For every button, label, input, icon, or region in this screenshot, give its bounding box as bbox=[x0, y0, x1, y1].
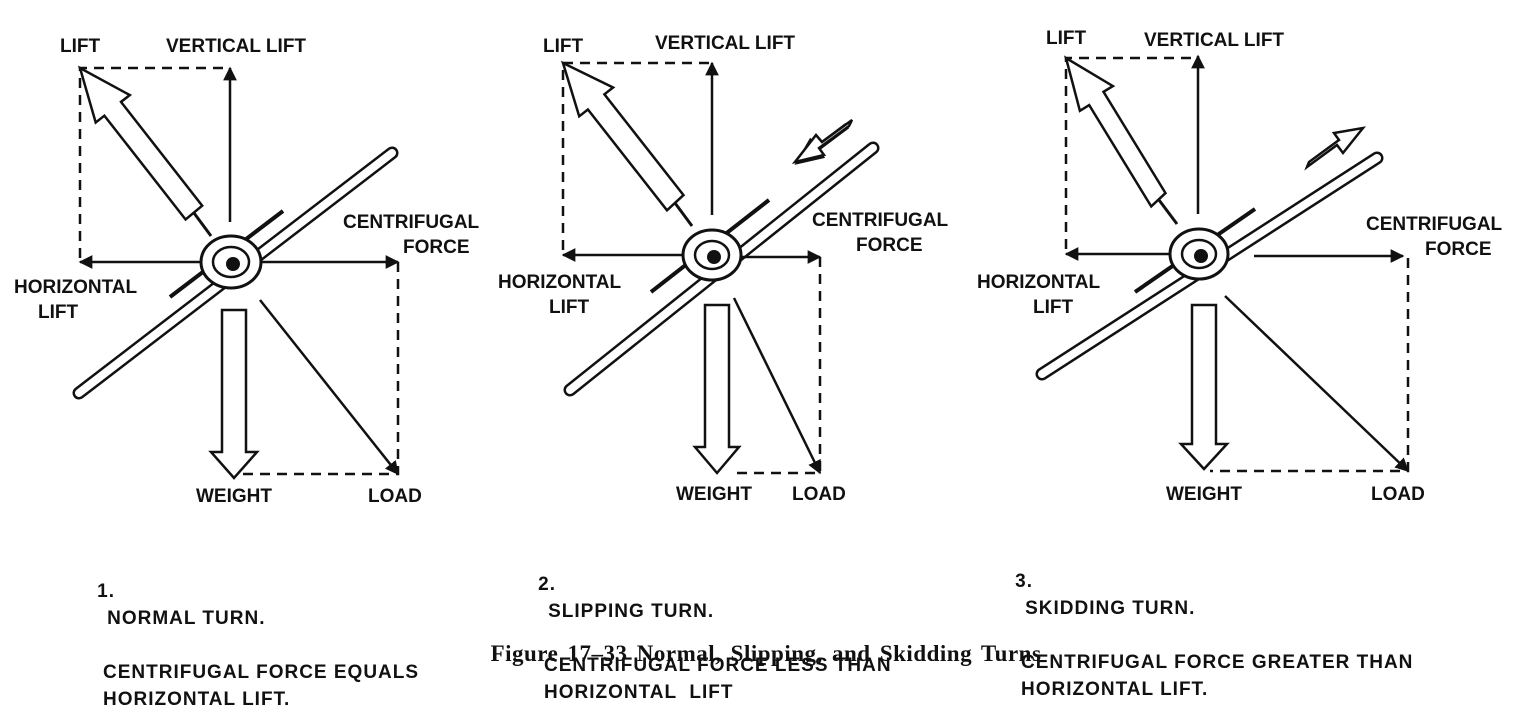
label-horizontal: HORIZONTAL bbox=[498, 272, 622, 293]
caption-line: HORIZONTAL LIFT. bbox=[103, 689, 291, 710]
load-arrow bbox=[259, 299, 399, 476]
label-force: FORCE bbox=[1425, 239, 1492, 260]
panel-normal-turn: LIFT VERTICAL LIFT CENTRIFUGAL FORCE HOR… bbox=[14, 36, 480, 507]
figure-caption: Figure 17–33 Normal, Slipping, and Skidd… bbox=[490, 641, 1042, 666]
label-force: FORCE bbox=[856, 235, 923, 256]
force-rectangle-load bbox=[732, 257, 822, 475]
label-horizontal-lift: LIFT bbox=[1033, 297, 1073, 318]
lift-arrow bbox=[560, 60, 686, 213]
label-vertical-lift: VERTICAL LIFT bbox=[166, 36, 306, 57]
airplane-fuselage bbox=[199, 234, 263, 290]
caption-normal-turn: 1. NORMAL TURN. CENTRIFUGAL FORCE EQUALS… bbox=[72, 551, 419, 713]
caption-number: 3. bbox=[1015, 571, 1033, 592]
caption-line: CENTRIFUGAL FORCE EQUALS bbox=[103, 662, 420, 683]
caption-title: SKIDDING TURN. bbox=[1025, 598, 1196, 619]
label-lift: LIFT bbox=[60, 36, 100, 57]
load-arrow bbox=[1224, 295, 1409, 472]
panel-skidding-turn: LIFT VERTICAL LIFT CENTRIFUGAL FORCE HOR… bbox=[977, 28, 1503, 505]
label-horizontal-lift: LIFT bbox=[38, 302, 78, 323]
label-weight: WEIGHT bbox=[196, 486, 272, 507]
label-lift: LIFT bbox=[543, 36, 583, 57]
label-force: FORCE bbox=[403, 237, 470, 258]
caption-line: HORIZONTAL LIFT bbox=[544, 682, 734, 703]
caption-line: CENTRIFUGAL FORCE LESS THAN bbox=[544, 655, 892, 676]
caption-title: SLIPPING TURN. bbox=[548, 601, 715, 622]
caption-line: HORIZONTAL LIFT. bbox=[1021, 679, 1209, 700]
caption-title: NORMAL TURN. bbox=[107, 608, 266, 629]
caption-number: 1. bbox=[97, 581, 115, 602]
label-horizontal: HORIZONTAL bbox=[977, 272, 1101, 293]
label-load: LOAD bbox=[1371, 484, 1425, 505]
label-weight: WEIGHT bbox=[1166, 484, 1242, 505]
caption-skidding-turn: 3. SKIDDING TURN. CENTRIFUGAL FORCE GREA… bbox=[990, 541, 1413, 703]
label-centrifugal: CENTRIFUGAL bbox=[812, 210, 949, 231]
load-arrow bbox=[732, 297, 822, 475]
label-vertical-lift: VERTICAL LIFT bbox=[1144, 30, 1284, 51]
label-load: LOAD bbox=[368, 486, 422, 507]
caption-slipping-turn: 2. SLIPPING TURN. CENTRIFUGAL FORCE LESS… bbox=[513, 544, 892, 706]
label-weight: WEIGHT bbox=[676, 484, 752, 505]
weight-arrow bbox=[208, 308, 260, 480]
weight-arrow bbox=[692, 303, 742, 475]
label-centrifugal: CENTRIFUGAL bbox=[343, 212, 480, 233]
caption-number: 2. bbox=[538, 574, 556, 595]
label-lift: LIFT bbox=[1046, 28, 1086, 49]
label-vertical-lift: VERTICAL LIFT bbox=[655, 33, 795, 54]
skid-direction-arrow bbox=[1304, 126, 1367, 171]
panel-slipping-turn: LIFT VERTICAL LIFT CENTRIFUGAL FORCE HOR… bbox=[498, 33, 949, 505]
weight-arrow bbox=[1178, 303, 1230, 471]
label-load: LOAD bbox=[792, 484, 846, 505]
caption-line: CENTRIFUGAL FORCE GREATER THAN bbox=[1021, 652, 1414, 673]
label-centrifugal: CENTRIFUGAL bbox=[1366, 214, 1503, 235]
lift-arrow bbox=[77, 65, 204, 222]
airplane-fuselage bbox=[1168, 227, 1230, 281]
label-horizontal: HORIZONTAL bbox=[14, 277, 138, 298]
force-rectangle-load bbox=[1210, 258, 1410, 473]
lift-arrow bbox=[1064, 55, 1168, 209]
airplane-fuselage bbox=[681, 228, 743, 282]
label-horizontal-lift: LIFT bbox=[549, 297, 589, 318]
